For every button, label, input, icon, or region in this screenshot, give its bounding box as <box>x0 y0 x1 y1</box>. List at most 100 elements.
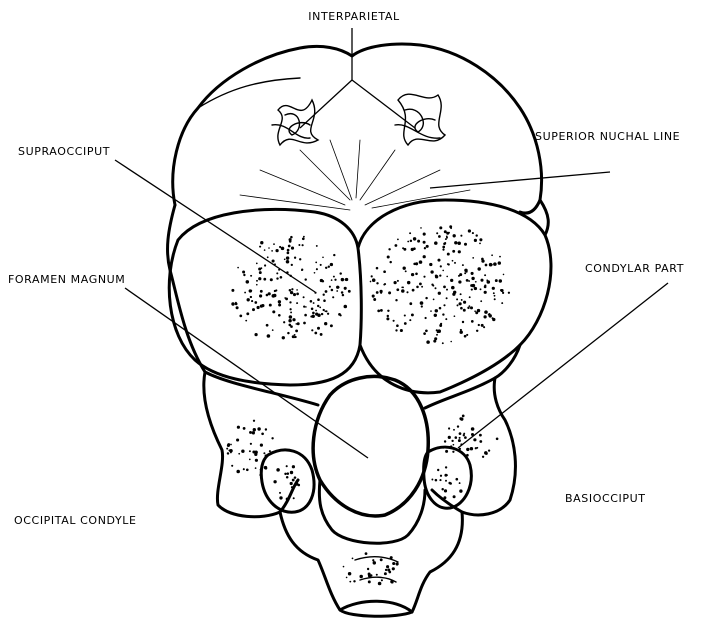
stipple-dot <box>409 319 412 322</box>
stipple-dot <box>326 312 330 315</box>
stipple-dot <box>288 315 293 319</box>
stipple-dot <box>364 552 368 555</box>
stipple-dot <box>481 259 485 263</box>
label-interparietal: INTERPARIETAL <box>308 10 400 23</box>
stipple-dot <box>376 282 379 285</box>
exoccipital-left <box>202 370 300 519</box>
stipple-dot <box>438 306 442 310</box>
stipple-dot <box>456 304 459 307</box>
stipple-dot <box>291 335 295 339</box>
supraocciput-right-lobe <box>356 198 553 395</box>
stipple-dot <box>291 465 296 469</box>
stipple-dot <box>434 241 438 245</box>
stipple-dot <box>269 278 273 282</box>
stipple-dot <box>479 440 483 443</box>
stipple-dot <box>258 277 262 281</box>
stipple-dot <box>409 302 413 306</box>
stipple-dot <box>260 241 264 245</box>
stipple-dot <box>342 565 345 568</box>
stipple-dot <box>491 254 493 257</box>
stipple-dot <box>279 491 281 494</box>
stipple-dot <box>226 452 230 455</box>
stipple-dot <box>418 260 423 264</box>
stipple-dot <box>442 313 445 316</box>
stipple-dot <box>470 320 474 323</box>
interparietal-striations <box>239 139 471 211</box>
stipple-dot <box>383 283 387 286</box>
stipple-dot <box>295 323 298 325</box>
stipple-dot <box>452 234 456 238</box>
stipple-dot <box>484 274 487 277</box>
stipple-dot <box>252 419 256 422</box>
stipple-dot <box>480 278 484 282</box>
stipple-dot <box>394 244 398 247</box>
stipple-dot <box>434 309 439 313</box>
stipple-dot <box>484 284 487 287</box>
stipple-dot <box>463 432 466 435</box>
stipple-dot <box>502 273 505 276</box>
stipple-dot <box>484 263 488 267</box>
stipple-dot <box>443 489 448 493</box>
stipple-dot <box>254 452 258 457</box>
stipple-dot <box>419 282 422 286</box>
stipple-dot <box>452 443 455 446</box>
stipple-dot <box>483 326 486 329</box>
stipple-dot <box>291 288 294 291</box>
stipple-dot <box>395 299 398 302</box>
exoccipital-left-inner <box>203 370 320 407</box>
stipple-dot <box>304 313 307 317</box>
stipple-dot <box>421 285 424 288</box>
stipple-dot <box>272 310 276 314</box>
stipple-dot <box>415 262 419 266</box>
stipple-dot <box>463 300 467 304</box>
stipple-dot <box>369 280 372 283</box>
stipple-dot <box>287 244 291 248</box>
stipple-dot <box>289 470 294 475</box>
stipple-dot <box>449 225 453 229</box>
stipple-dot <box>483 315 487 319</box>
stipple-dot <box>483 290 487 294</box>
stipple-dot <box>266 256 269 259</box>
stipple-dot <box>285 256 290 260</box>
stipple-dot <box>464 272 467 275</box>
stipple-dot <box>320 312 324 316</box>
stipple-dot <box>420 227 422 229</box>
stipple-dot <box>426 340 430 344</box>
stipple-dot <box>249 295 253 299</box>
stipple-dot <box>459 293 462 296</box>
stipple-dot <box>260 267 263 270</box>
stipple-dot <box>443 440 447 443</box>
stipple-dot <box>380 579 383 582</box>
stipple-dot <box>395 562 399 566</box>
stipple-dot <box>246 312 250 316</box>
basiocciput-lower-edge <box>338 599 414 614</box>
stipple-dot <box>442 248 445 251</box>
stipple-dot <box>416 285 419 289</box>
stipple-dot <box>423 247 427 250</box>
stipple-dot <box>283 321 286 324</box>
stipple-dot <box>305 306 307 308</box>
stipple-dot <box>309 300 313 303</box>
stipple-dot <box>313 271 316 274</box>
stipple-dot <box>271 437 274 440</box>
stipple-dot <box>384 568 388 572</box>
stipple-dot <box>439 274 442 277</box>
label-superior-nuchal-line: SUPERIOR NUCHAL LINE <box>535 130 680 143</box>
stipple-dot <box>268 450 271 453</box>
interparietal-texture-right <box>394 93 447 147</box>
stipple-dot <box>391 567 395 571</box>
stipple-dot <box>290 235 293 239</box>
stipple-dot <box>459 489 463 493</box>
stipple-dot <box>457 439 461 443</box>
stipple-dot <box>239 314 243 318</box>
stipple-dot <box>448 427 451 430</box>
stipple-dot <box>409 232 412 235</box>
stipple-dot <box>375 266 379 270</box>
stipple-dot <box>235 306 239 310</box>
stipple-dot <box>264 428 268 431</box>
stipple-dot <box>493 294 496 297</box>
stipple-dot <box>463 334 467 338</box>
stipple-dot <box>280 246 285 251</box>
stipple-dot <box>315 244 318 247</box>
stipple-dot <box>422 255 426 259</box>
